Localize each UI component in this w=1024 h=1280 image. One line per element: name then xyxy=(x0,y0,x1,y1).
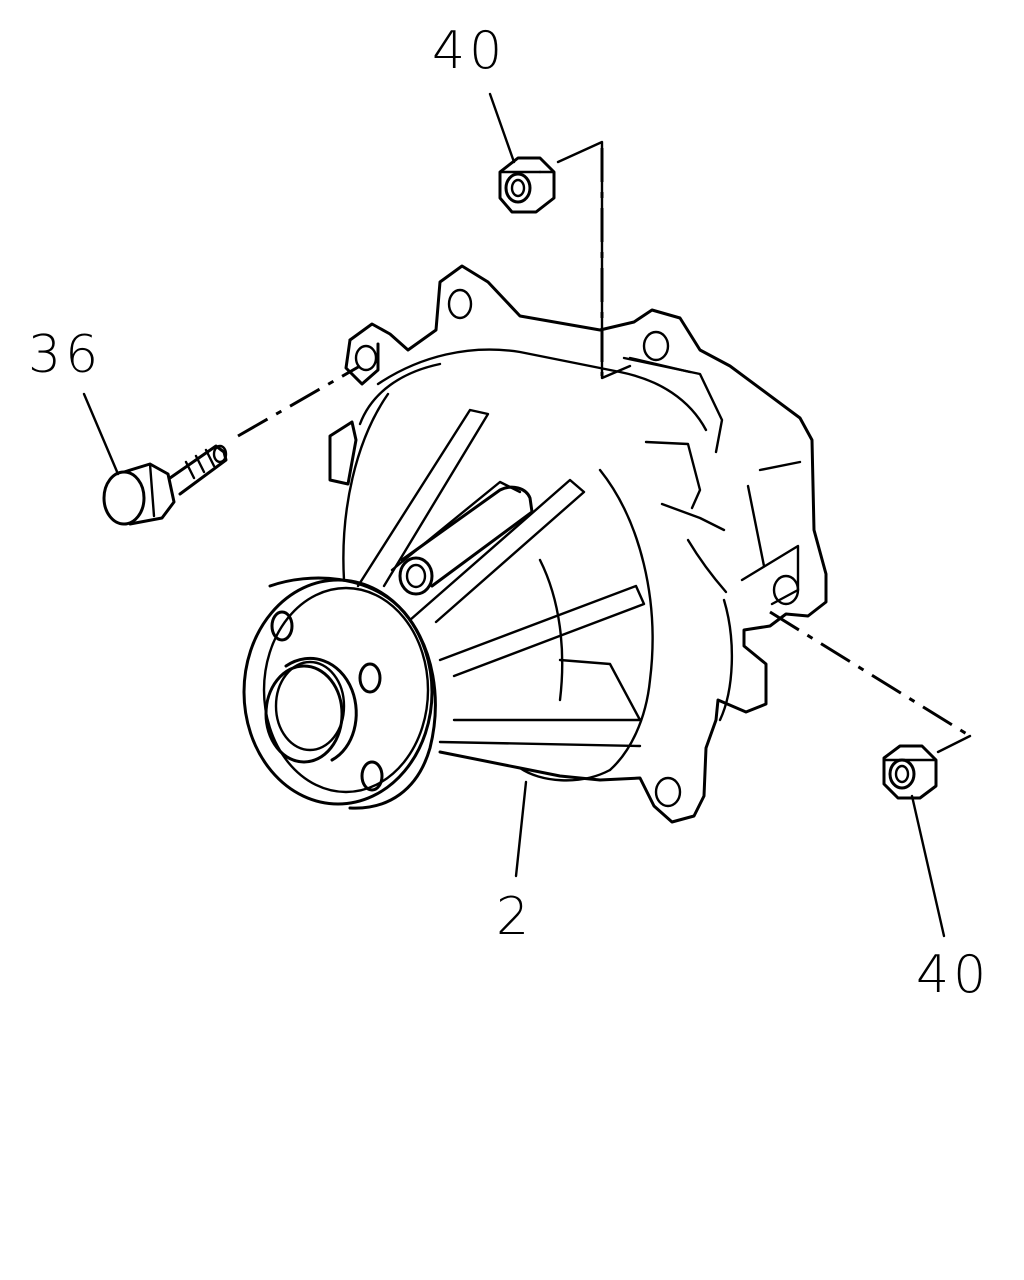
leader-line-upper-nut xyxy=(488,92,516,164)
callout-label-bolt: 36 xyxy=(28,325,102,385)
callout-label-lower-nut: 40 xyxy=(916,945,990,1005)
callout-label-water-pump: 2 xyxy=(496,887,533,947)
water-pump xyxy=(242,264,828,824)
assembly-lines xyxy=(237,140,972,754)
assembly-line-lower xyxy=(769,610,971,738)
assembly-line-lower-bracket xyxy=(740,544,800,606)
leader-line-lower-nut xyxy=(910,794,946,938)
assembly-line-bolt xyxy=(237,364,361,438)
upper-nut xyxy=(498,156,556,214)
lower-nut xyxy=(882,744,938,800)
assembly-line-lower-end xyxy=(936,734,972,754)
assembly-line-upper-bracket xyxy=(556,140,632,380)
leader-line-water-pump xyxy=(514,780,528,878)
callout-label-upper-nut: 40 xyxy=(432,21,506,81)
bolt xyxy=(102,444,228,526)
leader-lines xyxy=(82,92,946,938)
leader-line-bolt xyxy=(82,392,120,476)
